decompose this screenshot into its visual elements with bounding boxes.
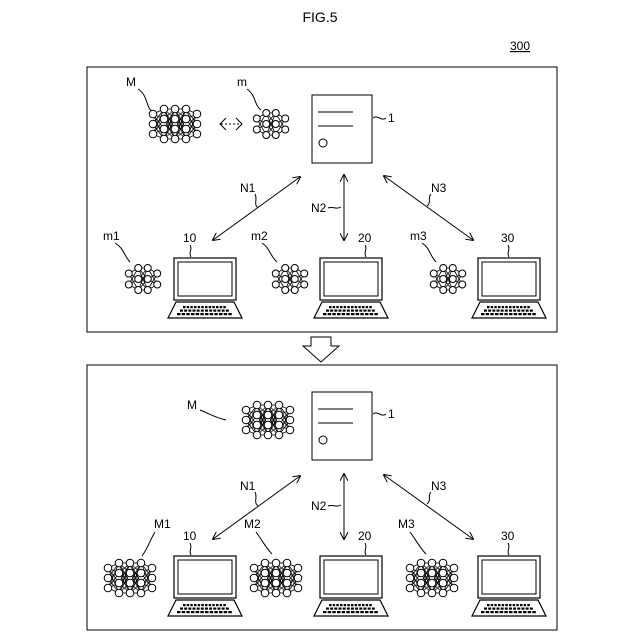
small-neural-network-icon [272,265,308,294]
terminal-label: 10 [183,231,197,245]
terminal-label: 30 [501,529,515,543]
small-neural-network-icon [125,265,161,294]
server-label: 1 [388,407,395,421]
small-model-label: m [237,75,247,89]
leader-line [190,245,191,257]
network-label-n3: N3 [431,479,447,493]
leader-line [262,243,277,262]
leader-line [142,532,155,556]
leader-line [247,89,261,110]
leader-line [508,245,509,257]
neural-network-icon [104,559,156,597]
laptop-icon [314,258,388,318]
network-label-n1: N1 [240,181,256,195]
network-label-n3: N3 [431,181,447,195]
leader-line [365,245,366,257]
leader-line [200,410,226,420]
global-model-label: M [126,75,136,89]
client-model-label: M1 [154,517,171,531]
leader-line [255,194,258,208]
laptop-icon [314,556,388,616]
leader-line [373,413,386,415]
small-neural-network-icon [430,265,466,294]
server-icon [312,392,372,460]
neural-network-icon [149,105,201,143]
neural-network-icon [242,401,294,439]
leader-line [255,492,258,506]
leader-line [115,243,130,262]
leader-line [508,543,509,555]
global-model-label: M [187,398,197,412]
leader-line [427,194,431,206]
leader-line [256,532,272,554]
leader-line [410,532,426,554]
client-model-label: m1 [103,229,120,243]
laptop-icon [472,258,546,318]
system-reference-number: 300 [510,39,530,53]
terminal-label: 20 [358,231,372,245]
server-icon [312,95,372,163]
client-model-label: m2 [251,229,268,243]
terminal-label: 10 [183,529,197,543]
client-model-label: m3 [410,229,427,243]
double-arrow-icon [220,118,242,130]
server-label: 1 [388,111,395,125]
down-arrow-icon [303,337,339,362]
leader-line [422,243,436,262]
lower-panel: M 1 N1 N2 N3 M1 10 M2 20 [87,365,557,630]
neural-network-icon [250,559,302,597]
terminal-label: 30 [501,231,515,245]
leader-line [190,543,191,555]
client-model-label: M3 [398,517,415,531]
small-neural-network-icon [253,110,289,139]
network-link-n3 [384,176,473,240]
leader-line [427,492,431,504]
leader-line [373,117,386,119]
terminal-label: 20 [358,529,372,543]
leader-line [365,543,366,555]
figure-title: FIG.5 [302,9,337,25]
laptop-icon [472,556,546,616]
client-model-label: M2 [244,517,261,531]
leader-line [328,505,341,506]
neural-network-icon [406,559,458,597]
leader-line [328,207,341,208]
upper-panel: M m 1 N1 N2 N3 m1 [87,67,557,332]
laptop-icon [168,258,242,318]
laptop-icon [168,556,242,616]
network-label-n1: N1 [240,479,256,493]
leader-line [138,89,152,111]
network-label-n2: N2 [311,201,327,215]
network-label-n2: N2 [311,499,327,513]
